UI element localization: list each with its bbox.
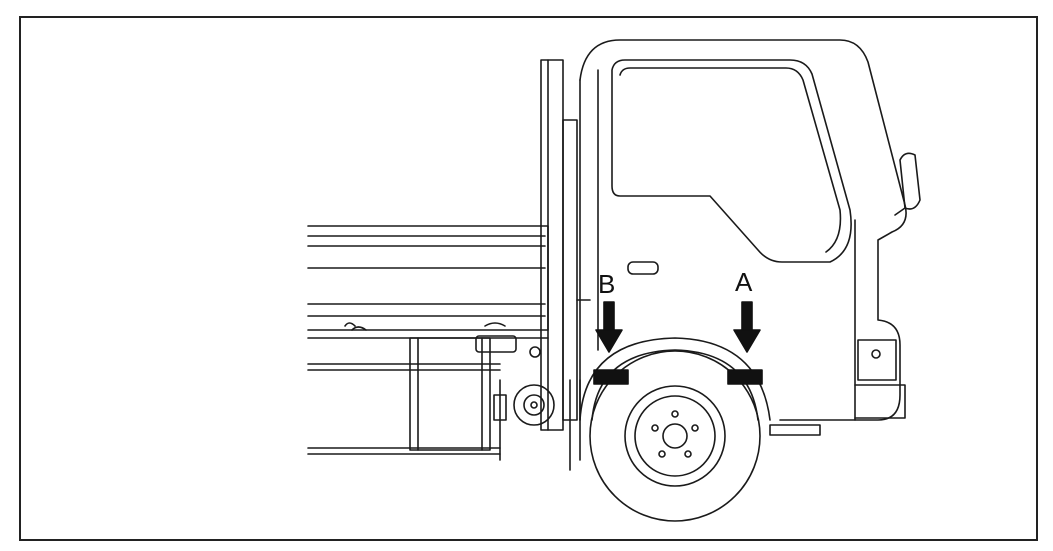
- diagram-frame: [19, 16, 1038, 541]
- arrow-a: [733, 301, 761, 353]
- truck-cab: [579, 39, 921, 436]
- cab-back-post: [540, 59, 591, 431]
- label-a: A: [735, 267, 753, 297]
- arrow-b: [595, 301, 623, 353]
- marker-a: [727, 369, 763, 385]
- front-wheel: [569, 337, 771, 522]
- marker-b: [593, 369, 629, 385]
- chassis-parts: [409, 335, 555, 461]
- label-b: B: [598, 269, 615, 299]
- cargo-bed: [307, 225, 549, 455]
